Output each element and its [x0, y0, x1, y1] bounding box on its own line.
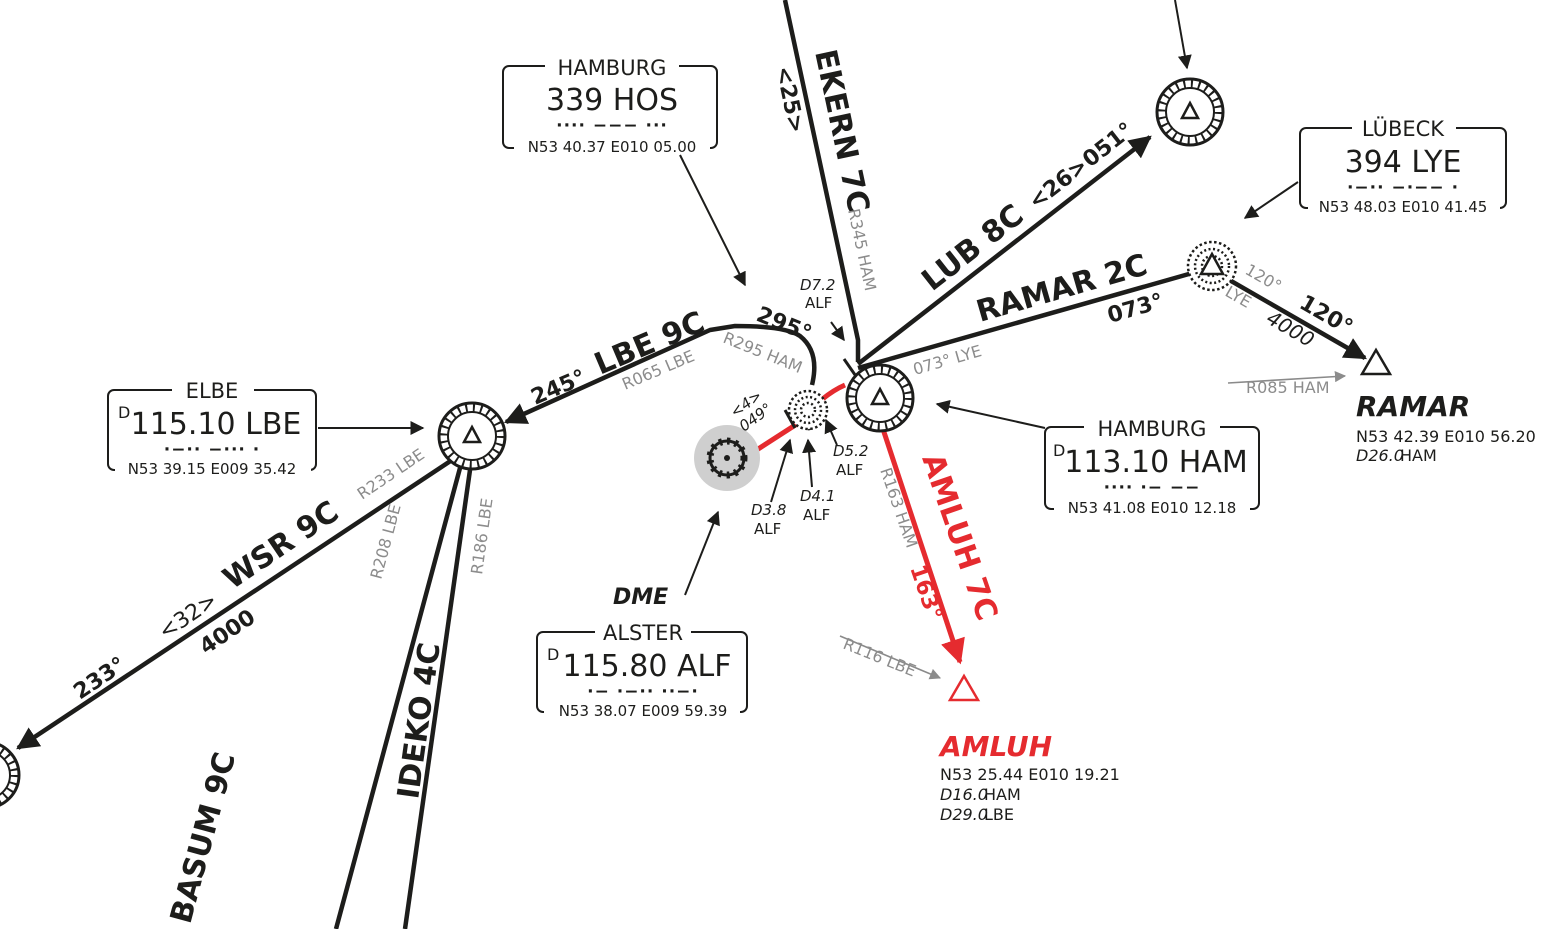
navaid-morse: ·−·· −··· · [164, 440, 261, 460]
navaid-name: LÜBECK [1362, 116, 1445, 141]
fix-dist2-amluh: D29.0 [940, 805, 988, 824]
dme-icon [694, 425, 760, 491]
navaid-coordinates: N53 48.03 E010 41.45 [1319, 198, 1488, 216]
navaid-box-lbe: ELBE D 115.10 LBE ·−·· −··· · N53 39.15 … [107, 379, 317, 478]
vor-dme-icon [845, 363, 915, 433]
navaid-coordinates: N53 40.37 E010 05.00 [528, 138, 697, 156]
navaid-box-ham: HAMBURG D 113.10 HAM ···· ·− −− N53 41.0… [1044, 417, 1260, 517]
navaid-frequency: 339 HOS [546, 83, 678, 118]
navaid-name: ELBE [186, 379, 239, 403]
navaid-frequency: 394 LYE [1345, 145, 1462, 180]
ndb-icon [1186, 240, 1238, 292]
radial-r163-ham: R163 HAM [876, 465, 921, 550]
navaid-dme-prefix: D [547, 645, 559, 664]
navaid-morse: ···· −−− ··· [556, 116, 668, 136]
route-name-ekern-7c: EKERN 7C [807, 46, 876, 215]
navaid-frequency: 115.10 LBE [131, 407, 302, 442]
vor-dme-icon [0, 743, 21, 807]
navaid-morse: ·−·· −·−− · [1347, 178, 1459, 198]
dme-fix-d72-station: ALF [805, 294, 832, 312]
navaid-name: ALSTER [603, 621, 683, 645]
waypoint-triangle-icon [1359, 347, 1393, 376]
route-line-ideko-4c [402, 469, 473, 929]
navaid-name: HAMBURG [558, 56, 667, 80]
fix-station1-amluh: HAM [984, 785, 1021, 804]
radial-r345-ham: R345 HAM [844, 207, 880, 293]
navaid-frequency: 113.10 HAM [1064, 445, 1247, 480]
route-line-lub-8c [856, 135, 1152, 366]
dme-fix-d52-dist: D5.2 [833, 442, 868, 460]
radial-073-lye: 073° LYE [911, 341, 984, 379]
dme-fix-d41-dist: D4.1 [800, 487, 835, 505]
route-name-lub-8c: LUB 8C [915, 198, 1030, 299]
dme-fix-d41-station: ALF [803, 506, 830, 524]
fix-name-amluh: AMLUH [938, 730, 1052, 763]
waypoint-triangle-icon [947, 673, 981, 702]
route-line-lbe-9c [503, 323, 817, 425]
navaid-dme-prefix: D [1053, 441, 1065, 460]
pointer-arrow-d38 [770, 438, 794, 503]
dme-type-label: DME [613, 585, 668, 610]
dme-fix-d52-station: ALF [836, 461, 863, 479]
route-line-amluh-7c [877, 419, 965, 665]
pointer-arrow-d52 [824, 418, 838, 446]
route-name-ideko-4c: IDEKO 4C [391, 640, 448, 801]
pointer-arrow-d41 [802, 438, 817, 488]
fix-coords-amluh: N53 25.44 E010 19.21 [940, 765, 1120, 784]
pointer-arrow-lye [1243, 181, 1299, 219]
fix-coords-ramar: N53 42.39 E010 56.20 [1356, 427, 1536, 446]
route-course-lbe-in: 245° [528, 365, 590, 410]
navaid-frequency: 115.80 ALF [563, 649, 732, 684]
route-line-basum-9c [333, 467, 463, 929]
radial-r186-lbe: R186 LBE [467, 497, 496, 576]
ndb-icon [787, 389, 829, 431]
navaid-coordinates: N53 39.15 E009 35.42 [128, 460, 297, 478]
pointer-arrow-ham [935, 399, 1046, 429]
route-name-basum-9c: BASUM 9C [164, 749, 243, 927]
navaid-dme-prefix: D [118, 403, 130, 422]
navaid-coordinates: N53 38.07 E009 59.39 [559, 702, 728, 720]
pointer-arrow-top [1174, 0, 1192, 70]
navaid-box-hos: HAMBURG 339 HOS ···· −−− ··· N53 40.37 E… [502, 56, 718, 156]
navaid-coordinates: N53 41.08 E010 12.18 [1068, 499, 1237, 517]
pointer-arrow-r116 [839, 635, 942, 680]
navaid-morse: ·− ·−·· ··−· [587, 682, 699, 702]
fix-station-ramar: HAM [1400, 446, 1437, 465]
route-course-amluh: 163° [904, 562, 946, 624]
fix-dist-ramar: D26.0 [1356, 446, 1404, 465]
navaid-name: HAMBURG [1098, 417, 1207, 441]
pointer-arrow-d72 [830, 321, 845, 342]
pointer-arrow-hos [679, 154, 746, 287]
route-line-ekern-7c [782, 0, 861, 362]
radial-r085-ham: R085 HAM [1246, 378, 1330, 397]
navaid-morse: ···· ·− −− [1104, 478, 1201, 498]
fix-dist1-amluh: D16.0 [940, 785, 988, 804]
radial-r233-lbe: R233 LBE [354, 445, 428, 504]
route-line-ramar-2c [857, 265, 1211, 371]
navaid-box-lye: LÜBECK 394 LYE ·−·· −·−− · N53 48.03 E01… [1299, 116, 1507, 216]
vor-dme-icon [437, 401, 507, 471]
dme-fix-d38-station: ALF [754, 520, 781, 538]
route-line-wsr-9c [16, 458, 454, 750]
fix-name-ramar: RAMAR [1356, 390, 1470, 423]
route-course-lub: 051° [1078, 118, 1138, 173]
lye-ident: LYE [1222, 282, 1255, 312]
dme-fix-d38-dist: D3.8 [751, 501, 786, 519]
pointer-arrow-dme [684, 510, 720, 596]
dme-fix-d72-dist: D7.2 [800, 276, 835, 294]
radial-r116-lbe: R116 LBE [841, 634, 919, 680]
navaid-box-alf: ALSTER D 115.80 ALF ·− ·−·· ··−· N53 38.… [536, 621, 748, 720]
vor-dme-icon [1155, 77, 1225, 147]
fix-station2-amluh: LBE [984, 805, 1014, 824]
route-line-ramar-leg [1210, 268, 1367, 360]
route-course-wsr: 233° [69, 652, 130, 705]
pointer-arrow-r085 [1227, 371, 1347, 384]
